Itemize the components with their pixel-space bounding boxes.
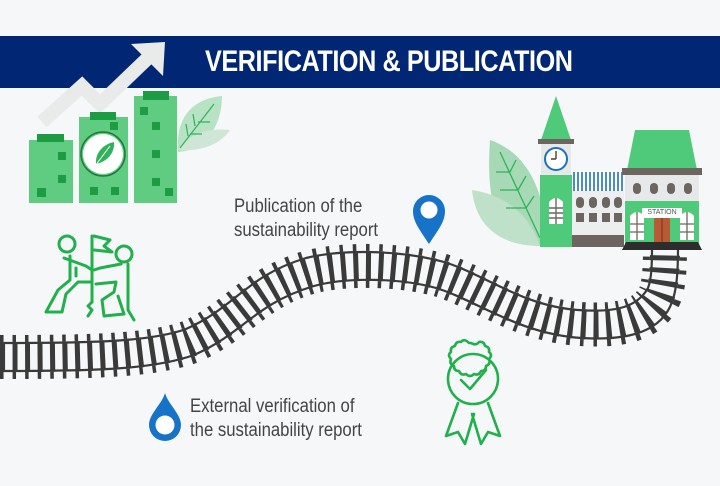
station-sign: STATION [647,209,677,216]
milestone-publication-line1: Publication of the [234,196,363,217]
page-title: VERIFICATION & PUBLICATION [205,45,573,78]
milestone-verification-line1: External verification of [190,396,355,417]
map-pin-icon [413,195,445,244]
milestone-verification-label: External verification of the sustainabil… [190,395,362,443]
milestone-publication-label: Publication of the sustainability report [234,195,378,243]
water-drop-icon [149,393,181,441]
milestone-verification-line2: the sustainability report [190,420,362,441]
milestone-publication-line2: sustainability report [234,220,379,241]
